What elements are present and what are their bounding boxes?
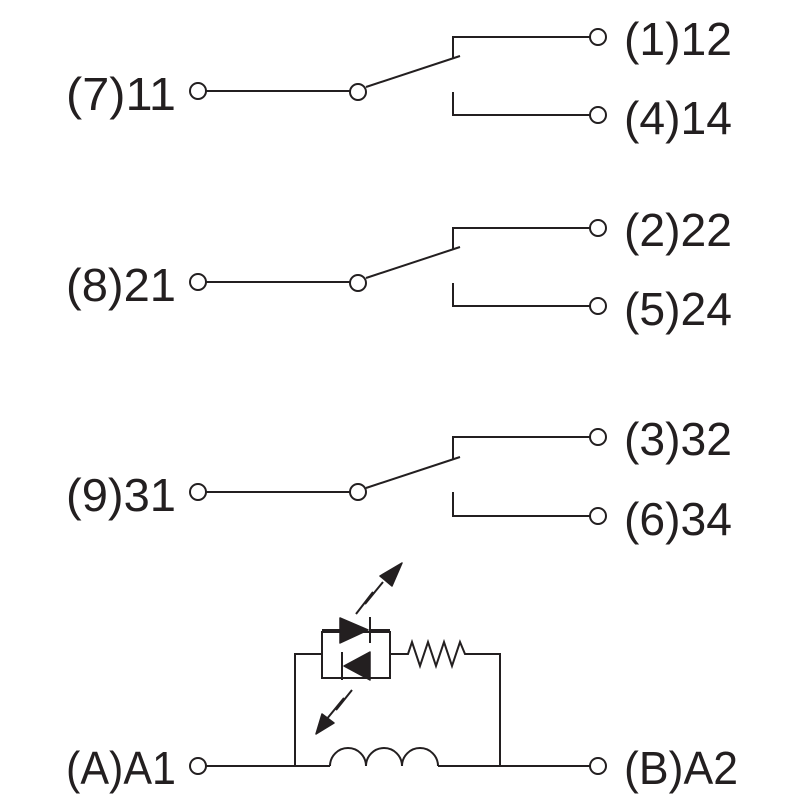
indicator-branch-left <box>294 653 322 766</box>
no-wire-14 <box>452 92 590 116</box>
terminal-31 <box>189 483 207 501</box>
light-arrow-up-head <box>379 562 403 587</box>
contact-set-1: (7)11 (1)12 (4)14 <box>66 13 732 144</box>
terminal-24 <box>589 297 607 315</box>
terminal-label-a1: (A)A1 <box>66 742 176 794</box>
light-arrow-up-icon <box>355 562 403 615</box>
terminal-label-a2: (B)A2 <box>624 742 738 794</box>
coil-icon <box>329 747 439 767</box>
terminal-label-21: (8)21 <box>66 259 176 311</box>
coil-circuit: (A)A1 (B)A2 <box>66 562 738 794</box>
terminal-a2 <box>589 757 607 775</box>
no-wire-24 <box>452 283 590 307</box>
nc-wire-12 <box>452 36 590 58</box>
light-arrow-down-head <box>315 713 335 735</box>
pivot-31 <box>349 483 367 501</box>
led-pair-icon <box>321 617 391 681</box>
terminal-11 <box>189 82 207 100</box>
terminal-32 <box>589 428 607 446</box>
contact-set-2: (8)21 (2)22 (5)24 <box>66 204 732 335</box>
terminal-label-34: (6)34 <box>624 493 732 545</box>
switch-blade-2 <box>365 246 461 279</box>
terminal-label-24: (5)24 <box>624 283 732 335</box>
terminal-label-22: (2)22 <box>624 204 732 256</box>
light-arrow-up-stroke <box>355 581 384 615</box>
led-diode-reverse <box>343 651 371 681</box>
switch-blade-3 <box>365 456 461 489</box>
contact-set-3: (9)31 (3)32 (6)34 <box>66 413 732 545</box>
terminal-label-31: (9)31 <box>66 469 176 521</box>
terminal-label-11: (7)11 <box>66 68 176 120</box>
terminal-14 <box>589 106 607 124</box>
terminal-label-14: (4)14 <box>624 92 732 144</box>
pivot-21 <box>349 274 367 292</box>
terminal-22 <box>589 219 607 237</box>
pivot-11 <box>349 83 367 101</box>
terminal-a1 <box>189 757 207 775</box>
terminal-label-32: (3)32 <box>624 413 732 465</box>
switch-blade-1 <box>365 55 461 88</box>
terminal-12 <box>589 28 607 46</box>
terminal-label-12: (1)12 <box>624 13 732 65</box>
led-diode-forward <box>339 617 369 644</box>
light-arrow-down-icon <box>315 689 353 735</box>
nc-wire-22 <box>452 227 590 249</box>
nc-wire-32 <box>452 436 590 459</box>
terminal-21 <box>189 273 207 291</box>
resistor-icon <box>390 638 501 766</box>
terminal-34 <box>589 507 607 525</box>
no-wire-34 <box>452 492 590 517</box>
light-arrow-down-stroke <box>325 689 353 721</box>
